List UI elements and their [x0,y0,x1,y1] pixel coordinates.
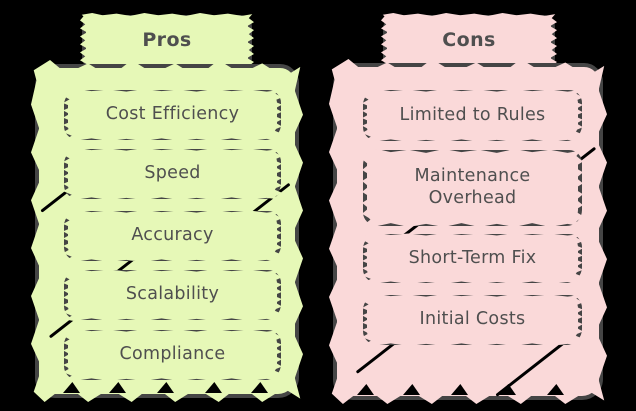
sketch-notch [205,382,222,393]
cons-item-limited-to-rules: Limited to Rules [363,90,582,141]
sketch-notch [157,382,174,393]
pros-item-cost-efficiency: Cost Efficiency [64,90,281,140]
pros-header-label: Pros [142,28,192,51]
pros-item-speed: Speed [64,149,281,199]
cons-panel: Limited to Rules Maintenance Overhead Sh… [333,63,603,400]
sketch-notch [357,384,374,395]
sketch-notch [63,382,80,393]
cons-item-maintenance-overhead: Maintenance Overhead [363,150,582,226]
cons-item-initial-costs: Initial Costs [363,295,582,345]
pros-item-compliance: Compliance [64,330,281,380]
pros-panel: Cost Efficiency Speed Accuracy Scalabili… [35,64,299,398]
sketch-notch [451,384,468,395]
sketch-notch [251,382,268,393]
pros-header: Pros [82,15,252,68]
cons-header: Cons [383,15,555,68]
sketch-notch [547,384,564,395]
sketch-notch [109,382,126,393]
pros-item-scalability: Scalability [64,270,281,320]
cons-header-label: Cons [442,28,496,51]
pros-item-accuracy: Accuracy [64,211,281,261]
sketch-notch [403,384,420,395]
sketch-notch [499,384,516,395]
cons-item-short-term-fix: Short-Term Fix [363,234,582,283]
